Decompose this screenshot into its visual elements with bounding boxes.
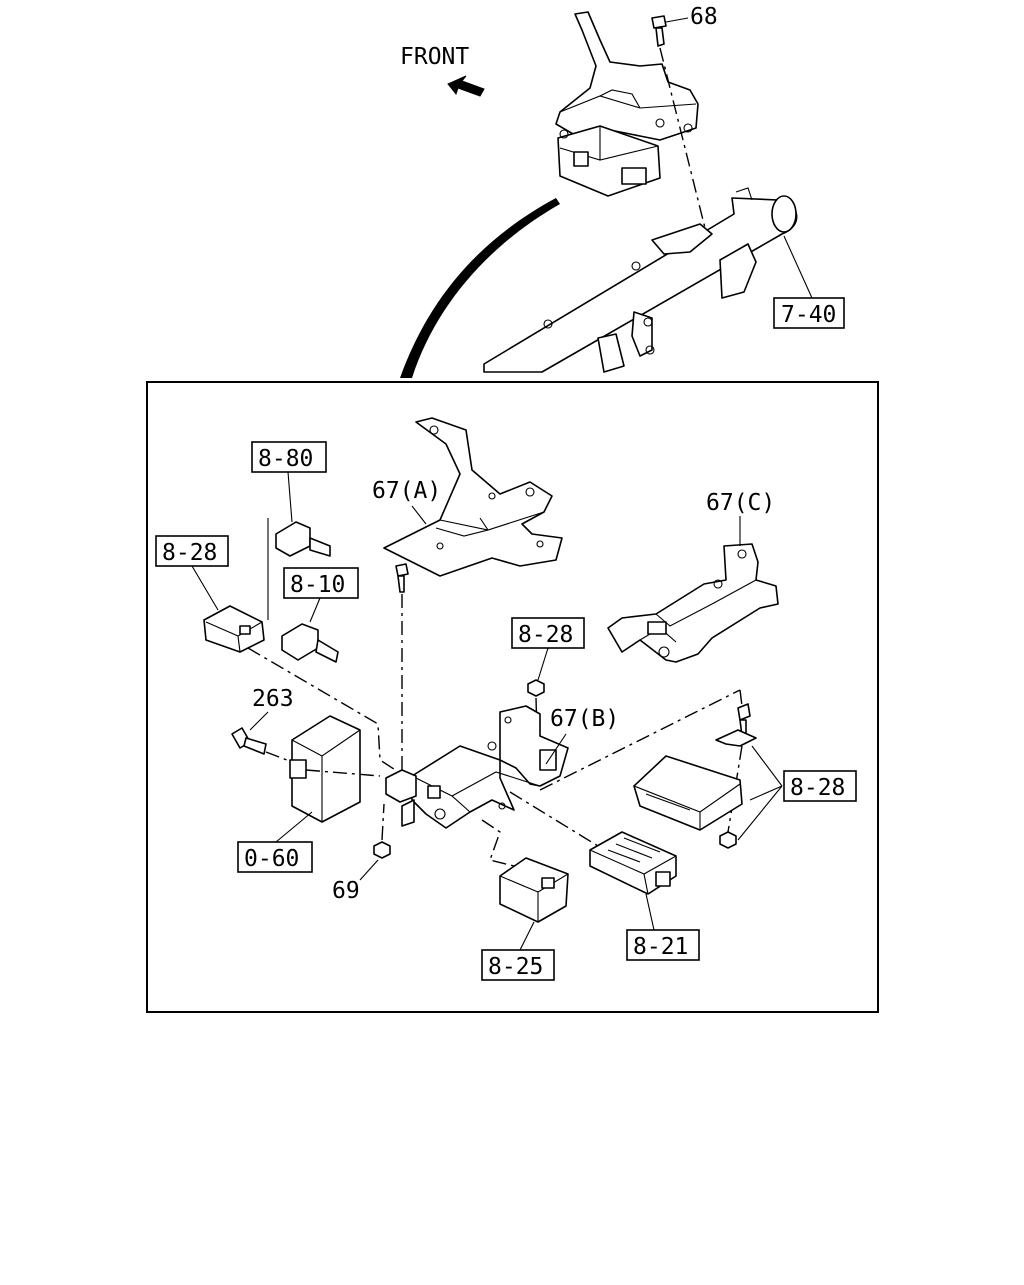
callout-box-8-21 bbox=[626, 929, 700, 961]
relay-8-28-left-icon bbox=[203, 605, 265, 653]
axis-line-right bbox=[539, 689, 741, 791]
callout-263: 263 bbox=[252, 686, 294, 712]
callout-box-8-28-upper bbox=[511, 617, 585, 649]
axis-line-69 bbox=[381, 803, 385, 841]
axis-line-263 bbox=[265, 751, 293, 763]
callout-0-60: 0-60 bbox=[244, 846, 299, 872]
axis-line-68 bbox=[659, 47, 707, 233]
relay-8-10-icon bbox=[281, 623, 339, 663]
leader-69 bbox=[359, 859, 379, 881]
nut-8-28-upper-icon bbox=[527, 679, 545, 697]
detail-arrow bbox=[400, 198, 560, 378]
callout-8-28-upper: 8-28 bbox=[518, 622, 573, 648]
callout-box-8-80-top bbox=[251, 441, 327, 473]
callout-box-0-60 bbox=[237, 841, 313, 873]
bracket-67a bbox=[383, 417, 563, 577]
leader-0-60 bbox=[275, 811, 313, 843]
callout-67a: 67(A) bbox=[372, 478, 441, 504]
leader-68 bbox=[665, 17, 689, 23]
bolt-68-icon bbox=[651, 15, 667, 47]
relay-8-80-icon bbox=[275, 521, 331, 557]
front-label: FRONT bbox=[400, 44, 469, 70]
bracket-67b bbox=[385, 705, 569, 829]
callout-68: 68 bbox=[690, 4, 718, 30]
module-0-60 bbox=[289, 715, 361, 823]
connector-8-21-icon bbox=[589, 831, 677, 895]
callout-8-25: 8-25 bbox=[488, 954, 543, 980]
callout-8-28-left: 8-28 bbox=[162, 540, 217, 566]
leader-67b bbox=[545, 733, 567, 765]
axis-line-right-vertical bbox=[727, 689, 743, 833]
bolt-263-icon bbox=[231, 727, 267, 755]
leader-8-25 bbox=[519, 921, 535, 951]
callout-box-8-28-left bbox=[155, 535, 229, 567]
callout-8-28-right: 8-28 bbox=[790, 775, 845, 801]
callout-box-8-25 bbox=[481, 949, 555, 981]
leader-8-28-left bbox=[191, 565, 219, 611]
leader-8-80 bbox=[287, 471, 293, 523]
top-bracket-assembly bbox=[555, 11, 699, 197]
axis-line-0-60 bbox=[305, 769, 381, 777]
bracket-right-small bbox=[715, 729, 757, 747]
leader-8-28-upper bbox=[537, 647, 549, 681]
relay-8-25-icon bbox=[499, 857, 569, 923]
nut-right-icon bbox=[719, 831, 737, 849]
leader-8-21 bbox=[645, 893, 655, 931]
crossmember-tube bbox=[483, 187, 798, 373]
nut-69-icon bbox=[373, 841, 391, 859]
callout-box-8-10 bbox=[283, 567, 359, 599]
screw-67a-icon bbox=[395, 563, 409, 593]
bracket-67c bbox=[607, 543, 779, 663]
callout-69: 69 bbox=[332, 878, 360, 904]
leader-7-40 bbox=[783, 235, 813, 299]
axis-line-8-21 bbox=[509, 791, 599, 847]
leader-8-28-right bbox=[737, 745, 783, 841]
leader-263 bbox=[249, 711, 269, 731]
callout-8-10: 8-10 bbox=[290, 572, 345, 598]
leader-67a bbox=[411, 505, 427, 525]
front-arrow-icon bbox=[447, 75, 485, 97]
detail-frame bbox=[146, 381, 879, 1013]
callout-7-40: 7-40 bbox=[781, 302, 836, 328]
callout-box-8-28-right bbox=[783, 770, 857, 802]
callout-box-7-40 bbox=[773, 297, 845, 329]
callout-67c: 67(C) bbox=[706, 490, 775, 516]
module-right bbox=[633, 755, 743, 831]
callout-67b: 67(B) bbox=[550, 706, 619, 732]
axis-line-8-25 bbox=[481, 819, 515, 867]
callout-8-21: 8-21 bbox=[633, 934, 688, 960]
leader-8-10 bbox=[309, 597, 321, 623]
callout-8-80: 8-80 bbox=[258, 446, 313, 472]
